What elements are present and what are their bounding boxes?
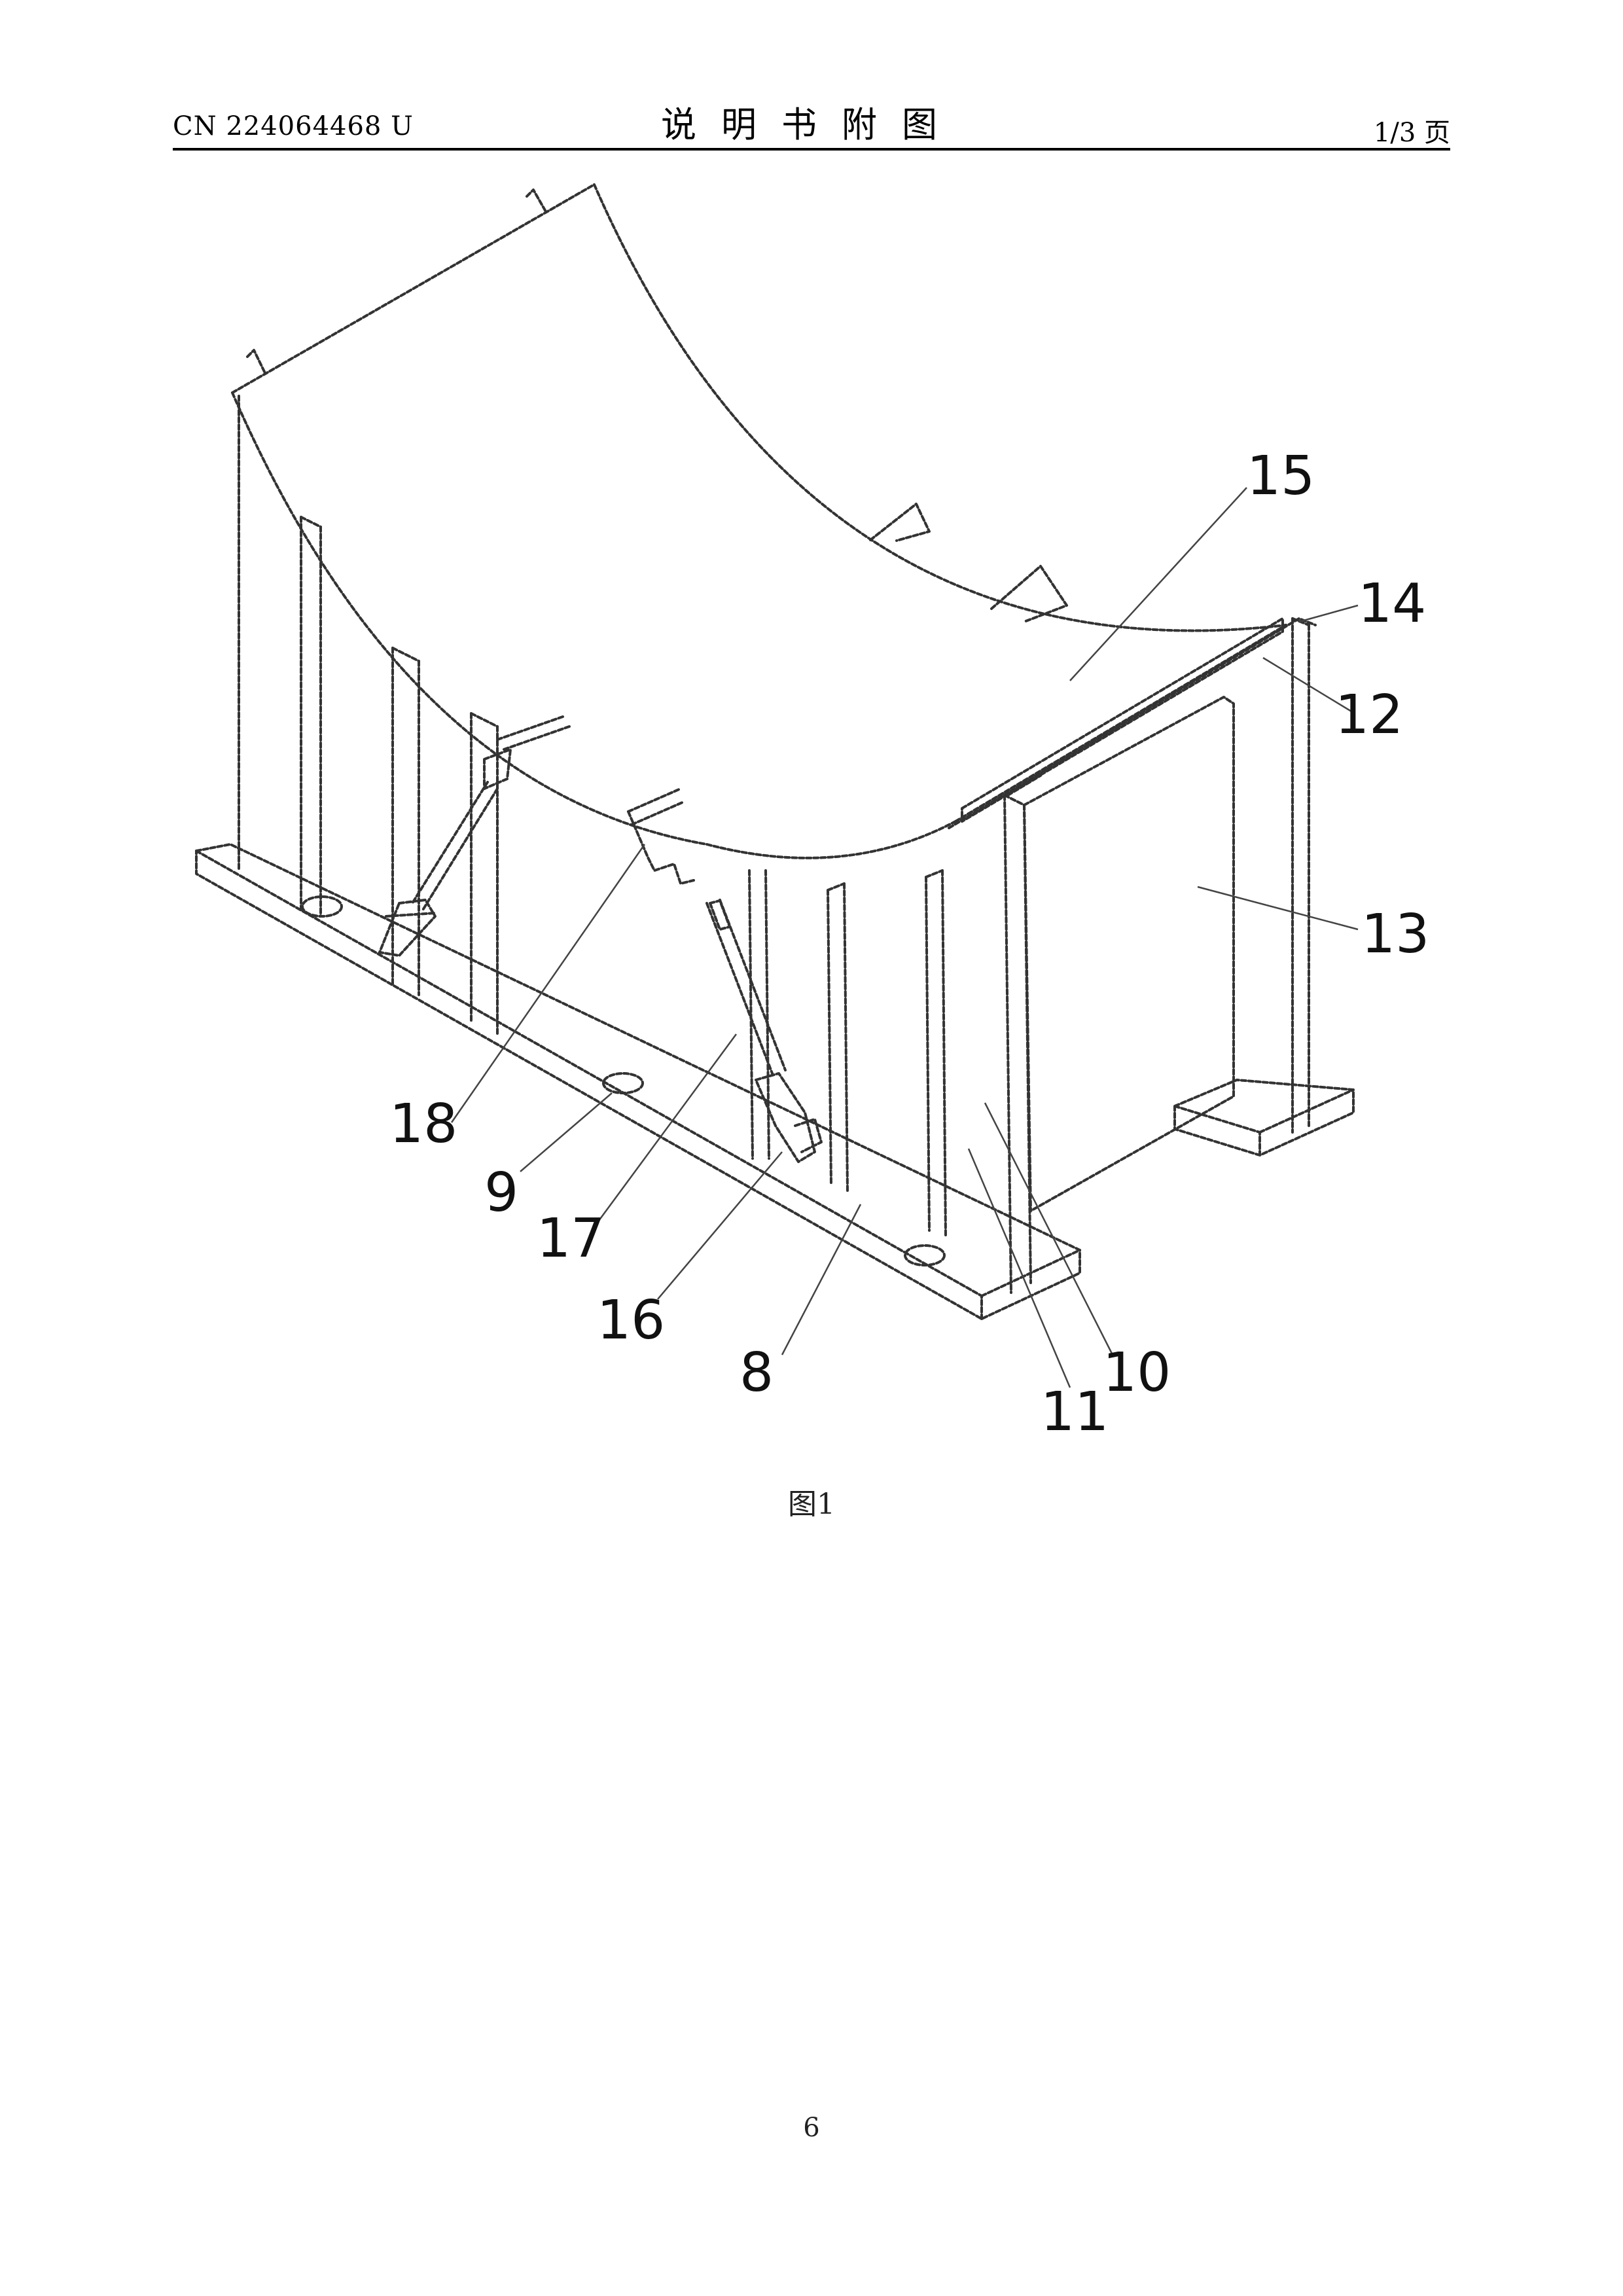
strut-assembly-rear xyxy=(380,717,569,956)
end-plate-ribs xyxy=(239,396,497,1034)
ref-16: 16 xyxy=(597,1289,665,1352)
ref-15: 15 xyxy=(1247,445,1315,507)
figure-caption: 图1 xyxy=(0,1480,1623,1522)
leader-17 xyxy=(599,1034,736,1221)
ref-8: 8 xyxy=(740,1342,774,1404)
cradle-plate xyxy=(232,185,1315,858)
ref-14: 14 xyxy=(1358,573,1426,635)
leader-18 xyxy=(452,844,645,1122)
page-number: 6 xyxy=(0,2113,1623,2143)
main-vertical-web xyxy=(1005,795,1031,1293)
rear-base-foot xyxy=(1175,1080,1353,1155)
leader-15 xyxy=(1070,488,1247,681)
ref-18: 18 xyxy=(389,1093,457,1155)
strut-assembly-front xyxy=(628,789,821,1162)
bolt-holes xyxy=(302,897,944,1265)
figure-1-drawing: 15 14 12 13 18 9 17 16 8 11 10 xyxy=(0,0,1623,1505)
ref-12: 12 xyxy=(1335,684,1403,746)
ref-11: 11 xyxy=(1041,1381,1109,1443)
leader-16 xyxy=(658,1152,782,1299)
leader-10 xyxy=(985,1103,1113,1355)
side-stiffener xyxy=(962,619,1309,1132)
leader-11 xyxy=(969,1149,1070,1388)
leader-9 xyxy=(520,1093,612,1172)
ref-10: 10 xyxy=(1103,1342,1171,1404)
ref-17: 17 xyxy=(537,1208,605,1270)
ref-9: 9 xyxy=(484,1162,518,1224)
ref-13: 13 xyxy=(1361,903,1429,965)
leader-13 xyxy=(1198,887,1358,929)
leader-14 xyxy=(1299,605,1358,622)
lifting-lugs xyxy=(247,190,1067,622)
